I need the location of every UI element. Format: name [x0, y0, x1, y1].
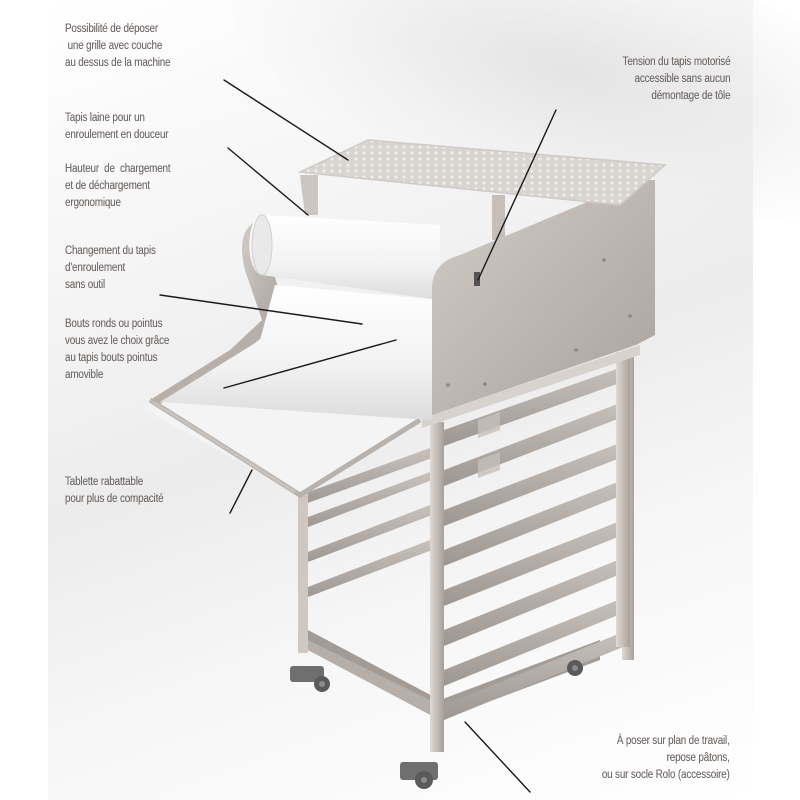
caster-icon [567, 660, 583, 676]
annotation-line: au tapis bouts pointus [65, 352, 158, 364]
annotation-line: repose pâtons, [666, 752, 730, 764]
annotation-line: sans outil [65, 279, 106, 291]
annotation-line: au dessus de la machine [65, 57, 171, 69]
annotation-line: À poser sur plan de travail, [617, 735, 730, 747]
annotation-tablette: Tablette rabattable pour plus de compaci… [65, 474, 164, 508]
annotation-line: Tapis laine pour un [65, 112, 145, 124]
annotation-changement: Changement du tapis d'enroulement sans o… [65, 243, 156, 294]
annotation-line: ou sur socle Rolo (accessoire) [602, 769, 730, 781]
caster-icon [290, 666, 330, 692]
annotation-line: pour plus de compacité [65, 493, 164, 505]
annotation-line: enroulement en douceur [65, 129, 169, 141]
annotation-line: Hauteur de chargement [65, 163, 171, 175]
annotation-line: d'enroulement [65, 262, 126, 274]
sheeter-head [150, 139, 667, 420]
annotation-line: Tension du tapis motorisé [622, 56, 730, 68]
annotation-line: démontage de tôle [650, 90, 730, 102]
annotation-line: Bouts ronds ou pointus [65, 318, 163, 330]
caster-icon [400, 762, 438, 789]
left-shelves [300, 448, 432, 600]
rack-cart [290, 345, 640, 789]
annotation-poser: À poser sur plan de travail, repose pâto… [602, 733, 730, 784]
annotation-bouts: Bouts ronds ou pointus vous avez le choi… [65, 316, 169, 384]
leader-lines [61, 79, 741, 793]
annotation-line: Tablette rabattable [65, 476, 144, 488]
annotation-line: vous avez le choix grâce [65, 335, 170, 347]
annotation-line: une grille avec couche [65, 40, 163, 52]
annotation-line: et de déchargement [65, 180, 150, 192]
annotation-hauteur: Hauteur de chargement et de déchargement… [65, 161, 171, 212]
annotation-tension: Tension du tapis motorisé accessible san… [622, 54, 730, 105]
annotation-line: ergonomique [65, 197, 121, 209]
annotation-tapis-laine: Tapis laine pour un enroulement en douce… [65, 110, 169, 144]
annotation-line: Changement du tapis [65, 245, 156, 257]
annotation-line: amovible [65, 369, 104, 381]
fold-down-tablet [145, 397, 422, 498]
annotation-line: accessible sans aucun [634, 73, 730, 85]
annotation-line: Possibilité de déposer [65, 23, 158, 35]
annotation-grille: Possibilité de déposer une grille avec c… [65, 21, 171, 72]
